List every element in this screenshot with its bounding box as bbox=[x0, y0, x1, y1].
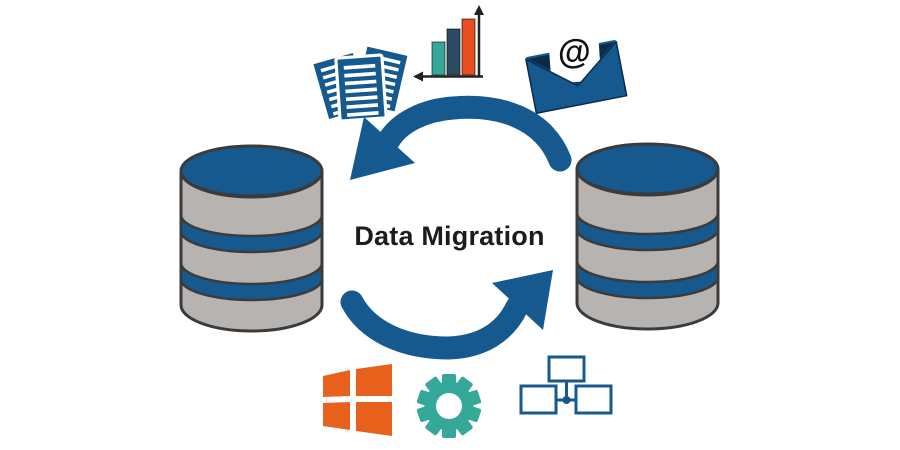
diagram-title: Data Migration bbox=[354, 221, 545, 251]
source-database bbox=[179, 144, 324, 333]
documents-icon bbox=[310, 43, 411, 123]
arrow-top-head bbox=[350, 117, 415, 180]
bar-chart-icon bbox=[413, 5, 484, 82]
network-icon bbox=[519, 355, 613, 415]
at-symbol: @ bbox=[556, 32, 592, 72]
arrow-bottom-head bbox=[492, 270, 553, 330]
email-icon: @ bbox=[525, 18, 628, 114]
arrow-top bbox=[350, 95, 572, 180]
windows-icon bbox=[323, 364, 392, 436]
arrow-bottom bbox=[340, 270, 553, 360]
axis-left-arrowhead bbox=[413, 71, 423, 82]
gear-icon bbox=[416, 374, 482, 438]
axis-up-arrowhead bbox=[474, 5, 484, 15]
target-database bbox=[575, 142, 720, 331]
